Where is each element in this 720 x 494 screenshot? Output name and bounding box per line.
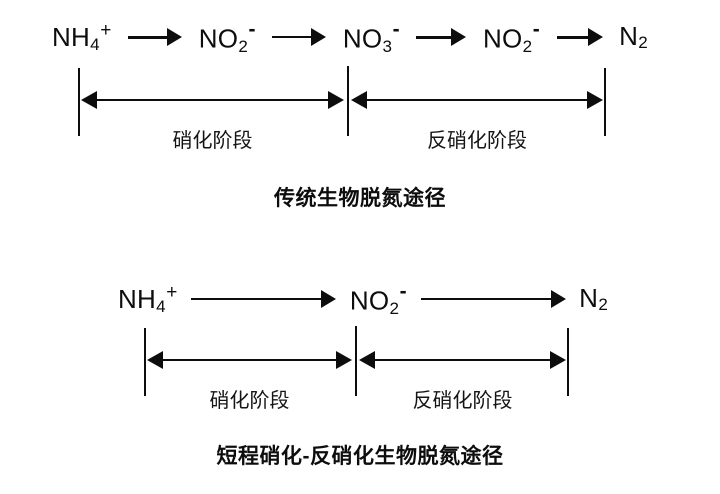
species-dinitrogen: N2 bbox=[619, 20, 648, 53]
species-ammonium: NH4+ bbox=[52, 20, 112, 54]
stage-span-nitrification bbox=[147, 351, 352, 369]
stage-label-nitrification: 硝化阶段 bbox=[172, 130, 253, 152]
reaction-arrow-4 bbox=[556, 27, 603, 47]
arrow-shaft bbox=[162, 359, 337, 361]
stage-span-denitrification bbox=[351, 91, 603, 109]
species-nitrite: NO2- bbox=[349, 280, 407, 318]
species-dinitrogen: N2 bbox=[579, 282, 608, 315]
arrow-shaft bbox=[272, 36, 313, 38]
reaction-arrow-1 bbox=[191, 289, 337, 309]
arrow-head-left bbox=[81, 91, 97, 109]
arrow-head bbox=[451, 28, 467, 46]
arrow-head-right bbox=[587, 91, 603, 109]
species-ammonium: NH4+ bbox=[118, 282, 178, 316]
arrow-head-right bbox=[328, 91, 344, 109]
arrow-shaft bbox=[416, 35, 453, 39]
stage-tick-middle bbox=[347, 66, 349, 136]
subscript: 2 bbox=[598, 295, 608, 315]
arrow-head bbox=[321, 290, 337, 308]
arrow-head bbox=[167, 28, 183, 46]
stage-tick-left bbox=[78, 68, 80, 136]
stage-label-denitrification: 反硝化阶段 bbox=[427, 130, 527, 152]
arrow-shaft bbox=[191, 298, 323, 300]
diagram-shortcut-pathway: NH4+ NO2- N2 硝化阶段 反硝化阶段 短程硝化-反硝化生物脱氮 bbox=[0, 262, 720, 494]
arrow-shaft bbox=[374, 359, 551, 361]
stage-tick-middle bbox=[355, 326, 357, 396]
reaction-arrow-1 bbox=[128, 27, 183, 47]
species-nitrite-2: NO2- bbox=[482, 18, 540, 56]
subscript: 2 bbox=[238, 36, 248, 56]
species-nitrite-1: NO2- bbox=[198, 18, 256, 56]
arrow-shaft bbox=[128, 35, 169, 39]
arrow-head-left bbox=[359, 351, 375, 369]
reaction-arrow-2 bbox=[420, 289, 566, 309]
subscript: 4 bbox=[156, 296, 166, 316]
reaction-arrow-3 bbox=[416, 27, 467, 47]
subscript: 3 bbox=[382, 36, 393, 56]
species-nitrate: NO3- bbox=[342, 18, 400, 56]
subscript: 2 bbox=[638, 33, 648, 53]
caption-shortcut-pathway: 短程硝化-反硝化生物脱氮途径 bbox=[216, 445, 504, 468]
reaction-arrow-2 bbox=[272, 27, 327, 47]
reaction-row-conventional: NH4+ NO2- NO3- NO2- N2 bbox=[52, 18, 648, 56]
superscript-charge: + bbox=[166, 282, 178, 304]
superscript-charge: - bbox=[399, 280, 407, 304]
arrow-head bbox=[587, 28, 603, 46]
arrow-shaft bbox=[366, 99, 588, 101]
arrow-head bbox=[311, 28, 327, 46]
superscript-charge: - bbox=[392, 18, 400, 42]
arrow-head bbox=[550, 290, 566, 308]
stage-label-nitrification: 硝化阶段 bbox=[209, 390, 290, 412]
superscript-charge: + bbox=[100, 20, 112, 42]
arrow-head-left bbox=[147, 351, 163, 369]
superscript-charge: - bbox=[248, 18, 256, 42]
diagram-conventional-pathway: NH4+ NO2- NO3- NO2- N2 bbox=[0, 0, 720, 220]
subscript: 2 bbox=[389, 298, 400, 318]
arrow-head-right bbox=[336, 351, 352, 369]
stage-tick-left bbox=[144, 328, 146, 396]
arrow-head-right bbox=[550, 351, 566, 369]
arrow-shaft bbox=[96, 99, 329, 101]
subscript: 2 bbox=[522, 36, 533, 56]
caption-conventional-pathway: 传统生物脱氮途径 bbox=[274, 187, 446, 210]
stage-band-shortcut: 硝化阶段 反硝化阶段 bbox=[0, 326, 720, 412]
arrow-shaft bbox=[556, 35, 589, 39]
stage-span-denitrification bbox=[359, 351, 566, 369]
stage-band-conventional: 硝化阶段 反硝化阶段 bbox=[0, 66, 720, 152]
stage-tick-right bbox=[604, 68, 606, 136]
superscript-charge: - bbox=[532, 18, 540, 42]
stage-label-denitrification: 反硝化阶段 bbox=[412, 390, 513, 412]
arrow-shaft bbox=[420, 298, 552, 300]
arrow-head-left bbox=[351, 91, 367, 109]
reaction-row-shortcut: NH4+ NO2- N2 bbox=[118, 280, 608, 318]
stage-tick-right bbox=[567, 328, 569, 396]
subscript: 4 bbox=[90, 34, 100, 54]
stage-span-nitrification bbox=[81, 91, 344, 109]
